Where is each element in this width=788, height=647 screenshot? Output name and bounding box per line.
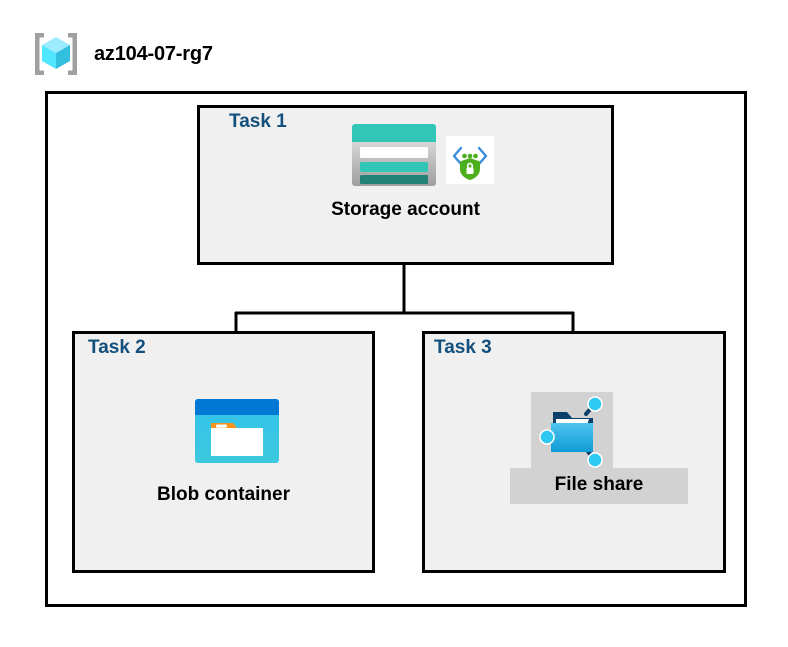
blob-container-icon	[193, 393, 281, 469]
resource-group-header: az104-07-rg7	[32, 28, 332, 80]
task-1-label: Task 1	[229, 111, 287, 132]
file-share-caption: File share	[510, 468, 688, 504]
task-2-label: Task 2	[88, 337, 146, 358]
security-encryption-icon	[446, 136, 494, 184]
azure-resource-group-icon	[32, 31, 80, 77]
storage-account-icon	[350, 122, 438, 188]
storage-account-caption: Storage account	[331, 199, 480, 220]
task-3-label: Task 3	[434, 337, 492, 358]
resource-group-name: az104-07-rg7	[94, 42, 213, 65]
file-share-icon	[531, 392, 613, 472]
blob-container-caption: Blob container	[156, 484, 290, 505]
